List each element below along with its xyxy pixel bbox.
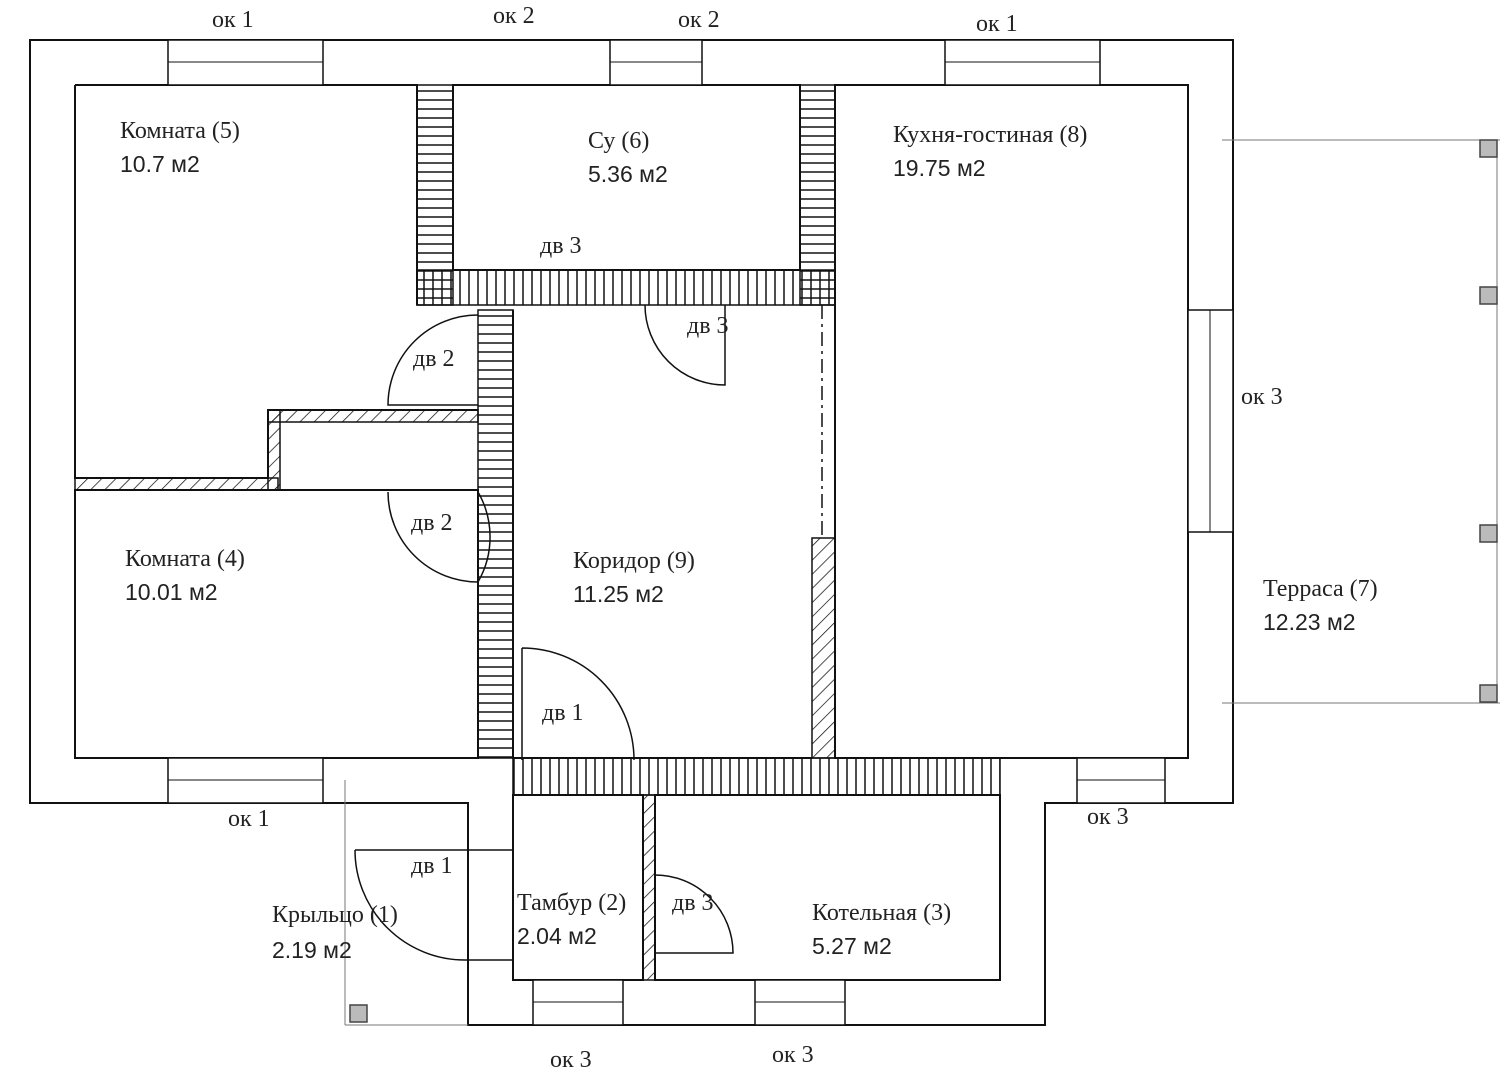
room-kitchen-name: Кухня-гостиная (8) [893,122,1087,148]
terrace-post [1479,684,1498,703]
room-su-name: Су (6) [588,128,649,154]
tambur-area: 2.04 м2 [517,923,597,949]
boiler-area: 5.27 м2 [812,933,892,959]
room-4-name: Комната (4) [125,546,245,572]
partition [799,84,836,306]
window-label: ок 2 [493,3,535,29]
corridor-name: Коридор (9) [573,548,695,574]
window-label: ок 1 [228,806,270,832]
corridor-area: 11.25 м2 [573,581,664,607]
room-5-area: 10.7 м2 [120,151,200,177]
window-label: ок 1 [976,11,1018,37]
room-su-area: 5.36 м2 [588,161,668,187]
window-label: ок 3 [1241,384,1283,410]
tambur-name: Тамбур (2) [517,890,626,916]
door-label: дв 3 [540,233,582,259]
partition [416,269,836,306]
door-label: дв 1 [542,700,584,726]
window-label: ок 1 [212,7,254,33]
door-label: дв 2 [411,510,453,536]
door-label: дв 3 [687,313,729,339]
windows [167,39,1234,1026]
corridor-outline [512,310,812,759]
porch-name: Крыльцо (1) [272,902,398,928]
partition [267,409,479,423]
window-label: ок 3 [550,1047,592,1073]
boiler-name: Котельная (3) [812,900,951,926]
room-kitchen-outline [834,84,1189,759]
window-label: ок 3 [1087,804,1129,830]
room-4-area: 10.01 м2 [125,579,218,605]
partition [811,537,836,759]
room-5-name: Комната (5) [120,118,240,144]
window-label: ок 2 [678,7,720,33]
door-label: дв 1 [411,853,453,879]
outer-wall [29,39,1234,1026]
partition [642,794,656,981]
terrace-post [1479,524,1498,543]
partition [416,84,454,306]
doors [354,304,734,961]
partition [512,757,1001,796]
room-tambur-outline [512,794,644,981]
partition [477,309,514,759]
porch-outline [344,780,468,1026]
porch-post [349,1004,368,1023]
terrace-outline [1222,139,1500,704]
terrace-post [1479,286,1498,305]
door-label: дв 2 [413,346,455,372]
terrace-area: 12.23 м2 [1263,609,1356,635]
terrace-name: Терраса (7) [1263,576,1378,602]
room-kitchen-area: 19.75 м2 [893,155,986,181]
door-label: дв 3 [672,890,714,916]
window-label: ок 3 [772,1042,814,1068]
porch-area: 2.19 м2 [272,937,352,963]
terrace-post [1479,139,1498,158]
partition [74,477,279,491]
